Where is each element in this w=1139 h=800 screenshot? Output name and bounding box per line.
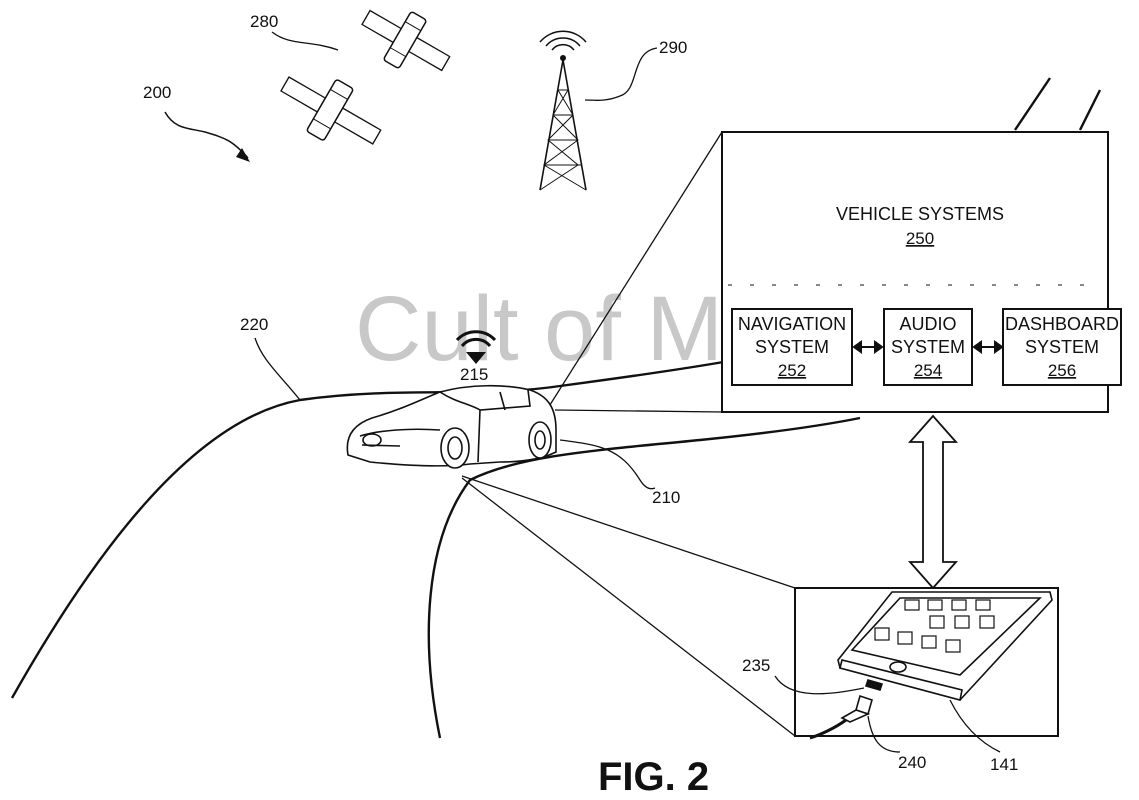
ref-235-label: 235	[742, 656, 770, 675]
ref-240-leader	[867, 715, 901, 753]
vehicle-systems-title: VEHICLE SYSTEMS	[836, 204, 1004, 224]
cell-tower-icon	[539, 30, 587, 191]
vehicle-systems-number: 250	[906, 229, 934, 248]
ref-280-label: 280	[250, 12, 278, 31]
ref-215-label: 215	[460, 365, 488, 384]
dashboard-system-box: DASHBOARD SYSTEM 256	[1002, 308, 1122, 386]
ref-200-arrow	[164, 111, 249, 159]
ref-200-label: 200	[143, 83, 171, 102]
vertical-double-arrow	[908, 414, 958, 590]
audio-number: 254	[914, 361, 942, 380]
audio-system-box: AUDIO SYSTEM 254	[883, 308, 973, 386]
callout-lines	[461, 131, 796, 737]
audio-line2: SYSTEM	[891, 337, 965, 357]
ref-200-arrowhead	[236, 148, 250, 162]
ref-210-leader	[559, 439, 656, 490]
dashboard-number: 256	[1048, 361, 1076, 380]
ref-290-label: 290	[659, 38, 687, 57]
wifi-icon	[455, 330, 497, 364]
navigation-system-box: NAVIGATION SYSTEM 252	[731, 308, 853, 386]
phone-icon	[837, 591, 1053, 701]
figure-caption: FIG. 2	[598, 755, 709, 799]
navigation-number: 252	[778, 361, 806, 380]
ref-141-leader	[949, 699, 1001, 753]
satellite-icon	[280, 76, 382, 145]
ref-220-leader	[254, 337, 301, 401]
ref-290-leader	[584, 47, 658, 101]
ref-280-leader	[271, 31, 339, 51]
ref-210-label: 210	[652, 488, 680, 507]
ref-141-label: 141	[990, 755, 1018, 774]
ref-240-label: 240	[898, 753, 926, 772]
dashboard-line1: DASHBOARD	[1005, 314, 1119, 334]
double-arrow-icon	[972, 340, 1004, 354]
double-arrow-icon	[852, 340, 884, 354]
ref-220-label: 220	[240, 315, 268, 334]
cable-icon	[809, 694, 873, 740]
audio-line1: AUDIO	[899, 314, 956, 334]
dashboard-line2: SYSTEM	[1025, 337, 1099, 357]
navigation-line2: SYSTEM	[755, 337, 829, 357]
vehicle-icon	[346, 384, 557, 469]
ref-235-leader	[774, 675, 865, 695]
navigation-line1: NAVIGATION	[738, 314, 846, 334]
satellite-icon	[361, 9, 451, 72]
